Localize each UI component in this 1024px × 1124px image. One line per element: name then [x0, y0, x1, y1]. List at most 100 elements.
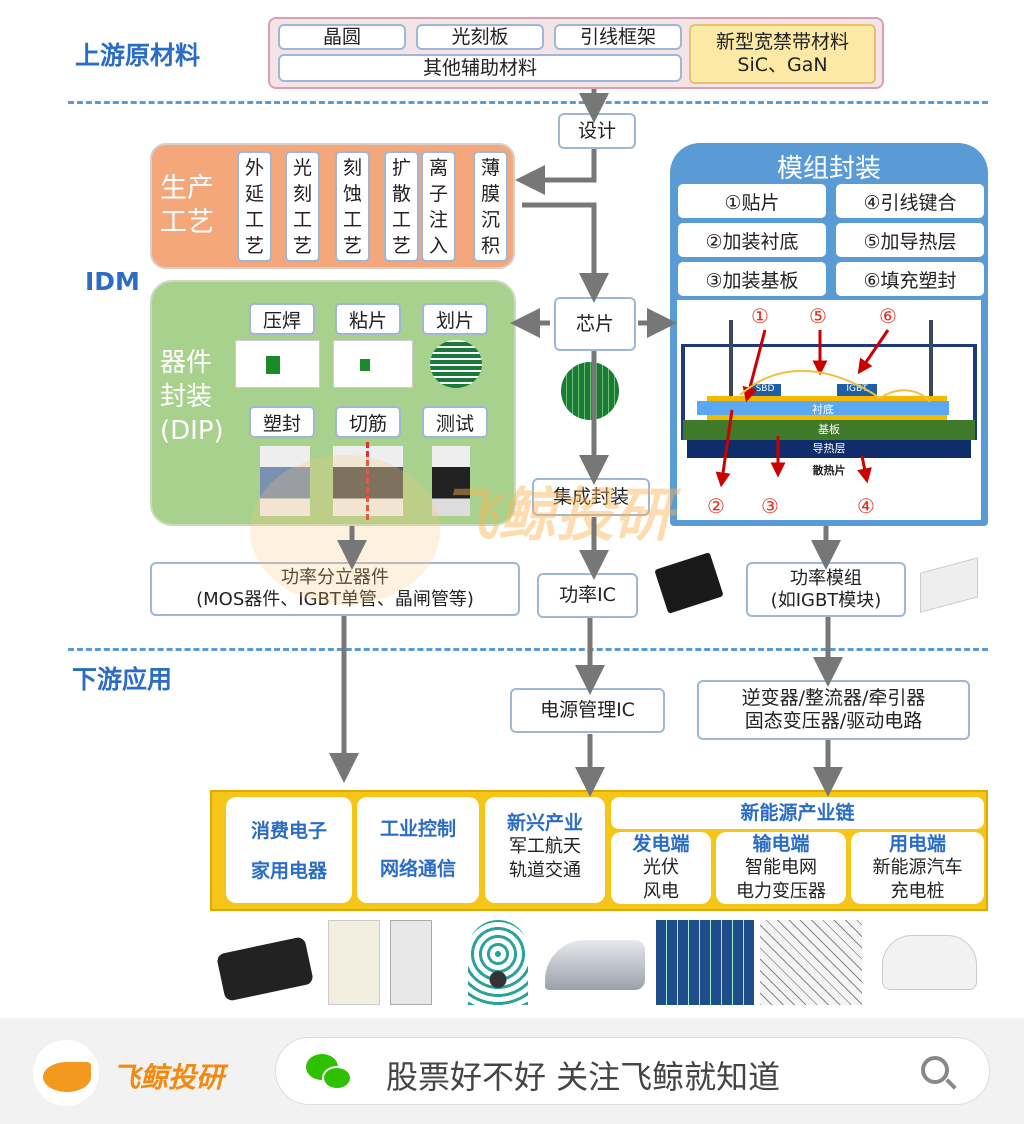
ups-image	[390, 920, 432, 1005]
marker: ④	[857, 494, 875, 518]
discrete-devices-box: 功率分立器件(MOS器件、IGBT单管、晶闸管等)	[150, 562, 520, 616]
chip-box: 芯片	[554, 297, 636, 351]
new-energy-title: 新能源产业链	[611, 797, 984, 829]
material-wafer: 晶圆	[278, 24, 406, 50]
app-emerging: 新兴产业军工航天轨道交通	[485, 797, 605, 903]
leadframe-image	[333, 340, 413, 388]
solar-image	[656, 920, 754, 1005]
app-generation: 发电端光伏风电	[611, 832, 711, 904]
process-step: 薄膜沉积	[473, 151, 508, 262]
process-step: 扩散工艺	[384, 151, 419, 262]
app-label: 轨道交通	[509, 860, 581, 881]
module-diagram: SBD IGBT 衬底 基板 导热层 散热片 ① ⑤ ⑥ ② ③ ④	[677, 300, 981, 520]
inverter-label: 逆变器/整流器/牵引器	[741, 687, 926, 710]
app-title: 发电端	[632, 833, 690, 855]
dip-title: 器件封装(DIP)	[160, 346, 235, 448]
design-box: 设计	[558, 113, 636, 149]
section-downstream: 下游应用	[72, 665, 173, 694]
app-label: 智能电网	[745, 857, 817, 878]
app-title: 输电端	[752, 833, 810, 855]
app-label: 军工航天	[509, 836, 581, 857]
dip-step: 压焊	[249, 303, 315, 335]
wide-bandgap-sub: SiC、GaN	[737, 54, 828, 76]
app-label: 消费电子	[250, 820, 327, 842]
process-step: 外延工艺	[237, 151, 272, 262]
app-label: 新能源汽车	[872, 857, 963, 878]
module-step: ②加装衬底	[678, 223, 826, 257]
module-step: ①贴片	[678, 184, 826, 218]
cut-line	[366, 442, 369, 520]
dip-step: 塑封	[249, 406, 315, 438]
search-text: 股票好不好 关注飞鲸就知道	[386, 1058, 781, 1096]
power-module-box: 功率模组(如IGBT模块)	[746, 562, 906, 617]
divider	[68, 648, 988, 651]
discrete-label: 功率分立器件	[281, 567, 389, 589]
material-leadframe: 引线框架	[554, 24, 682, 50]
app-label: 网络通信	[379, 858, 456, 880]
section-upstream: 上游原材料	[75, 41, 201, 70]
module-step: ③加装基板	[678, 262, 826, 296]
marker: ②	[707, 494, 725, 518]
heatsink-label: 散热片	[812, 464, 846, 477]
igbt-label: IGBT	[837, 384, 877, 396]
app-title: 新能源产业链	[740, 802, 855, 824]
app-label: 充电桩	[890, 881, 945, 902]
leadframe-image	[235, 340, 320, 388]
discrete-sub: (MOS器件、IGBT单管、晶闸管等)	[196, 589, 474, 610]
marker: ①	[751, 304, 769, 328]
process-step: 光刻工艺	[285, 151, 320, 262]
dip-step: 切筋	[335, 406, 401, 438]
dip-title-text: 器件封装	[160, 348, 213, 412]
marker: ③	[761, 494, 779, 518]
package-image	[260, 446, 310, 516]
process-step: 离子注入	[421, 151, 456, 262]
footer-brand: 飞鲸投研	[112, 1061, 225, 1094]
section-idm: IDM	[85, 267, 140, 296]
phone-image	[215, 936, 315, 1002]
wide-bandgap-label: 新型宽禁带材料	[715, 31, 849, 54]
dip-step: 划片	[422, 303, 488, 335]
module-step: ⑥填充塑封	[836, 262, 984, 296]
app-label: 工业控制	[379, 818, 456, 840]
dip-step: 粘片	[335, 303, 401, 335]
pmic-box: 电源管理IC	[510, 688, 665, 733]
process-title: 生产工艺	[160, 173, 214, 238]
ups-image	[328, 920, 380, 1005]
wafer-image	[561, 362, 619, 420]
app-title: 新兴产业	[506, 812, 583, 834]
ev-image	[882, 935, 977, 990]
sbd-label: SBD	[749, 384, 781, 396]
material-other: 其他辅助材料	[278, 54, 682, 82]
app-label: 光伏	[643, 857, 679, 878]
substrate-label: 衬底	[697, 401, 949, 416]
ic-chip-image	[654, 552, 724, 614]
search-bar[interactable]: 股票好不好 关注飞鲸就知道	[275, 1037, 990, 1105]
dip-step: 测试	[422, 406, 488, 438]
app-consumer: 消费电子家用电器	[226, 797, 352, 903]
train-image	[545, 940, 645, 990]
watermark-text: 飞鲸投研	[440, 481, 673, 549]
module-sub: (如IGBT模块)	[770, 589, 882, 611]
app-label: 风电	[643, 881, 679, 902]
module-title: 模组封装	[776, 154, 881, 184]
module-label: 功率模组	[790, 567, 862, 589]
app-title: 用电端	[888, 833, 946, 855]
app-transmission: 输电端智能电网电力变压器	[716, 832, 846, 904]
package-image	[432, 446, 470, 516]
marker: ⑥	[879, 304, 897, 328]
app-consumption: 用电端新能源汽车充电桩	[851, 832, 984, 904]
divider	[68, 101, 988, 104]
app-industrial: 工业控制网络通信	[357, 797, 479, 903]
inverter-sub: 固态变压器/驱动电路	[744, 710, 923, 732]
material-photomask: 光刻板	[416, 24, 544, 50]
wechat-icon	[306, 1054, 352, 1092]
baseplate-label: 基板	[683, 420, 975, 440]
module-step: ④引线键合	[836, 184, 984, 218]
power-grid-image	[760, 920, 862, 1005]
app-label: 家用电器	[250, 860, 327, 882]
search-icon[interactable]	[921, 1056, 957, 1090]
power-ic-box: 功率IC	[537, 573, 638, 618]
brand-logo-icon	[33, 1040, 99, 1106]
module-image	[920, 557, 978, 613]
